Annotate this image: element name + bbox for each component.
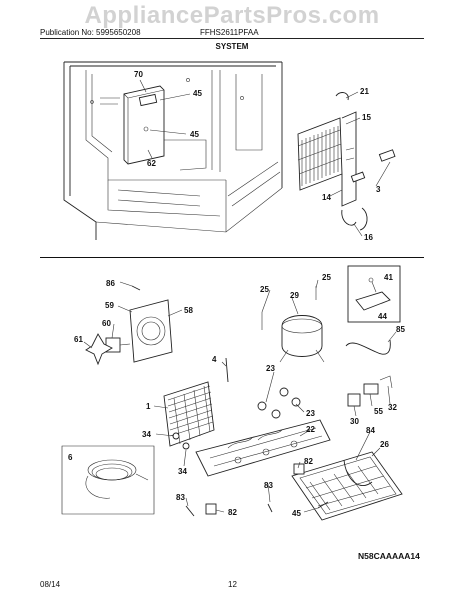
callout-45: 45 — [190, 130, 199, 139]
callout-85: 85 — [396, 325, 405, 334]
compressor-29 — [261, 286, 325, 363]
cabinet-drawing — [63, 61, 283, 240]
callout-23: 23 — [306, 409, 315, 418]
callout-83: 83 — [176, 493, 185, 502]
hardware — [172, 357, 329, 517]
fan-assembly — [85, 285, 173, 366]
callout-14: 14 — [322, 193, 331, 202]
callout-45: 45 — [193, 89, 202, 98]
publication-number: Publication No: 5995650208 — [40, 28, 141, 37]
callout-25: 25 — [260, 285, 269, 294]
callout-21: 21 — [360, 87, 369, 96]
tubing-84 — [343, 459, 373, 487]
drain-pan-26 — [291, 451, 403, 521]
tubing-85 — [345, 339, 391, 355]
relay-parts — [347, 375, 393, 407]
callout-15: 15 — [362, 113, 371, 122]
callout-34: 34 — [142, 430, 151, 439]
callout-86: 86 — [106, 279, 115, 288]
callout-58: 58 — [184, 306, 193, 315]
callout-44: 44 — [378, 312, 387, 321]
callout-32: 32 — [388, 403, 397, 412]
callout-3: 3 — [376, 185, 381, 194]
callout-41: 41 — [384, 273, 393, 282]
callout-61: 61 — [74, 335, 83, 344]
callout-4: 4 — [212, 355, 217, 364]
header-divider — [40, 38, 424, 39]
callout-82: 82 — [304, 457, 313, 466]
callout-83: 83 — [264, 481, 273, 490]
evaporator-cover-62 — [123, 85, 165, 165]
diagram-code: N58CAAAAA14 — [358, 551, 420, 561]
callout-30: 30 — [350, 417, 359, 426]
callout-60: 60 — [102, 319, 111, 328]
power-cord-6 — [61, 445, 155, 515]
callout-1: 1 — [146, 402, 151, 411]
callout-45: 45 — [292, 509, 301, 518]
callout-22: 22 — [306, 425, 315, 434]
callout-23: 23 — [266, 364, 275, 373]
section-divider — [40, 257, 424, 258]
callout-6: 6 — [68, 453, 73, 462]
footer-date: 08/14 — [40, 580, 61, 589]
callout-70: 70 — [134, 70, 143, 79]
callout-25: 25 — [322, 273, 331, 282]
callout-84: 84 — [366, 426, 375, 435]
section-title: SYSTEM — [215, 42, 249, 51]
callout-26: 26 — [380, 440, 389, 449]
callout-62: 62 — [147, 159, 156, 168]
callout-34: 34 — [178, 467, 187, 476]
watermark: AppliancePartsPros.com — [84, 2, 380, 29]
callout-29: 29 — [290, 291, 299, 300]
condenser-coil-1 — [163, 381, 215, 447]
callout-82: 82 — [228, 508, 237, 517]
callout-55: 55 — [374, 407, 383, 416]
model-number: FFHS2611PFAA — [200, 28, 259, 37]
evaporator-coil-15 — [297, 92, 396, 231]
inset-box — [347, 265, 401, 323]
page-number: 12 — [228, 580, 237, 589]
grommets-23 — [257, 387, 301, 419]
callout-59: 59 — [105, 301, 114, 310]
callout-16: 16 — [364, 233, 373, 242]
base-plate-22 — [195, 419, 331, 477]
